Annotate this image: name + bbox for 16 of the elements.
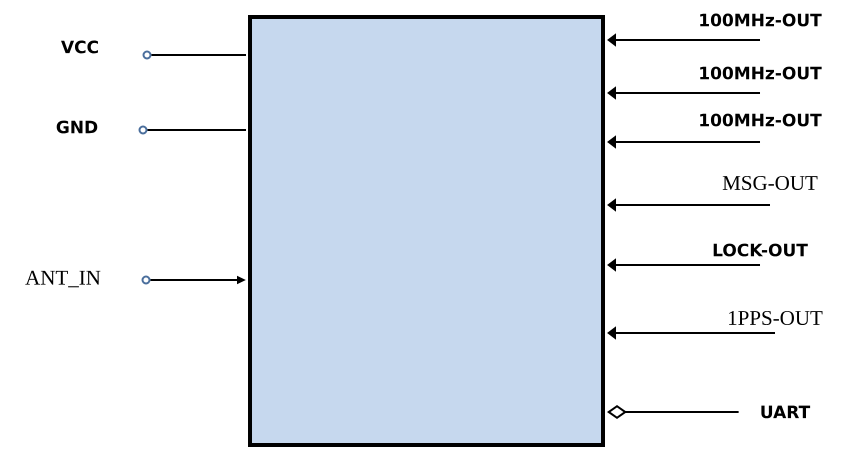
pin-label: ANT_IN xyxy=(25,270,100,288)
pin-label: MSG-OUT xyxy=(722,176,818,190)
input-line xyxy=(148,129,246,131)
input-line xyxy=(152,54,246,56)
pin-label: GND xyxy=(56,120,98,134)
terminal xyxy=(142,50,152,60)
pin-label: 1PPS-OUT xyxy=(729,310,822,326)
terminal xyxy=(142,276,150,284)
pin-label: 100MHz-OUT xyxy=(700,14,822,26)
pin-label: 100MHz-OUT xyxy=(700,114,822,126)
pin-label: LOCK-OUT xyxy=(714,244,808,256)
pin-label: UART xyxy=(761,406,810,418)
terminal xyxy=(138,126,148,134)
pin-label: 100MHz-OUT xyxy=(700,66,822,80)
module-box xyxy=(248,15,605,447)
pin-label: VCC xyxy=(61,40,98,54)
